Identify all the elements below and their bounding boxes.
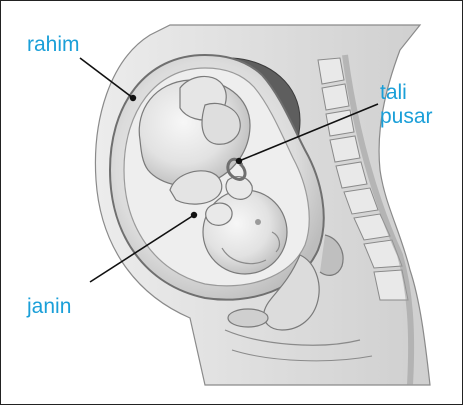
label-tali: tali xyxy=(380,81,407,105)
pointer-dot-tali-pusar xyxy=(236,158,242,164)
label-pusar: pusar xyxy=(380,105,433,129)
label-janin: janin xyxy=(27,295,71,319)
label-rahim: rahim xyxy=(27,33,80,57)
pointer-dot-janin xyxy=(191,212,197,218)
pointer-dot-rahim xyxy=(130,95,136,101)
